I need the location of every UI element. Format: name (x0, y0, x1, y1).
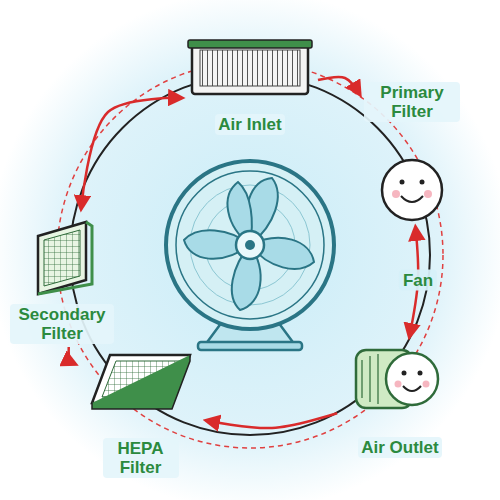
component-node: Secondary Filter (10, 212, 114, 344)
flow-arrow (206, 413, 337, 428)
component-node: Primary Filter (362, 82, 462, 224)
secondary-filter-icon (38, 222, 92, 294)
fan-illustration (166, 161, 334, 350)
hepa-filter-icon (92, 355, 190, 409)
component-label: Primary Filter (364, 82, 460, 122)
component-label: HEPA Filter (103, 438, 179, 478)
smiley-circle (382, 160, 442, 220)
component-node: Air Inlet (185, 35, 315, 135)
cycle-ring (70, 75, 430, 435)
component-label: Air Inlet (215, 114, 284, 135)
flow-arrow (81, 98, 182, 209)
inlet-filter-icon (188, 40, 312, 94)
component-node: HEPA Filter (78, 348, 203, 478)
outlet-device (356, 350, 438, 408)
component-label: Secondary Filter (10, 304, 114, 344)
flow-arrow (318, 77, 360, 95)
edge-label: Fan (399, 270, 437, 291)
flow-arrow (69, 347, 76, 364)
component-label: Air Outlet (358, 437, 441, 458)
component-node: Air Outlet (340, 340, 460, 458)
